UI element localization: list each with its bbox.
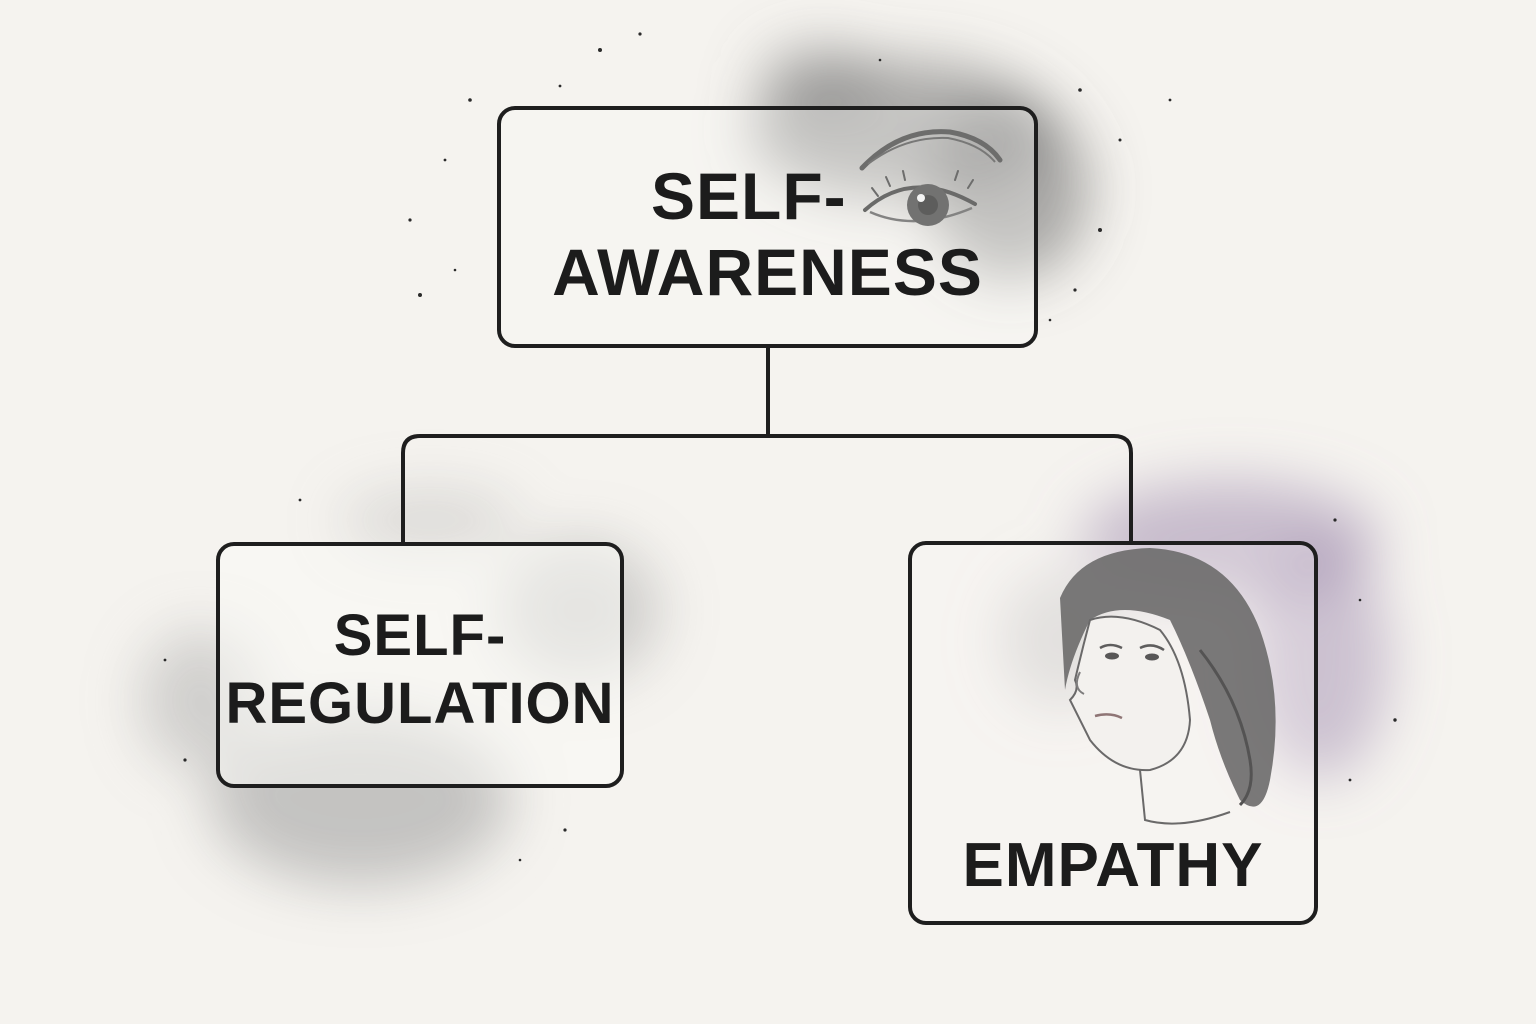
node-empathy-label: EMPATHY xyxy=(962,831,1264,900)
connector-to-empathy xyxy=(768,434,1133,541)
ink-speckles xyxy=(163,32,1397,862)
node-self-awareness: SELF- AWARENESS xyxy=(497,106,1038,348)
node-empathy: EMPATHY xyxy=(908,541,1318,925)
eye-icon xyxy=(859,129,1003,226)
woman-portrait-icon xyxy=(1060,548,1276,825)
node-self-awareness-label-line1: SELF- xyxy=(651,159,847,233)
connector-lines xyxy=(401,348,1133,542)
node-self-regulation: SELF- REGULATION xyxy=(216,542,624,788)
connector-to-self-regulation xyxy=(401,434,768,542)
node-self-regulation-label-line2: REGULATION xyxy=(225,671,615,736)
node-self-regulation-label-line1: SELF- xyxy=(333,603,507,668)
node-self-awareness-label-line2: AWARENESS xyxy=(552,235,983,309)
